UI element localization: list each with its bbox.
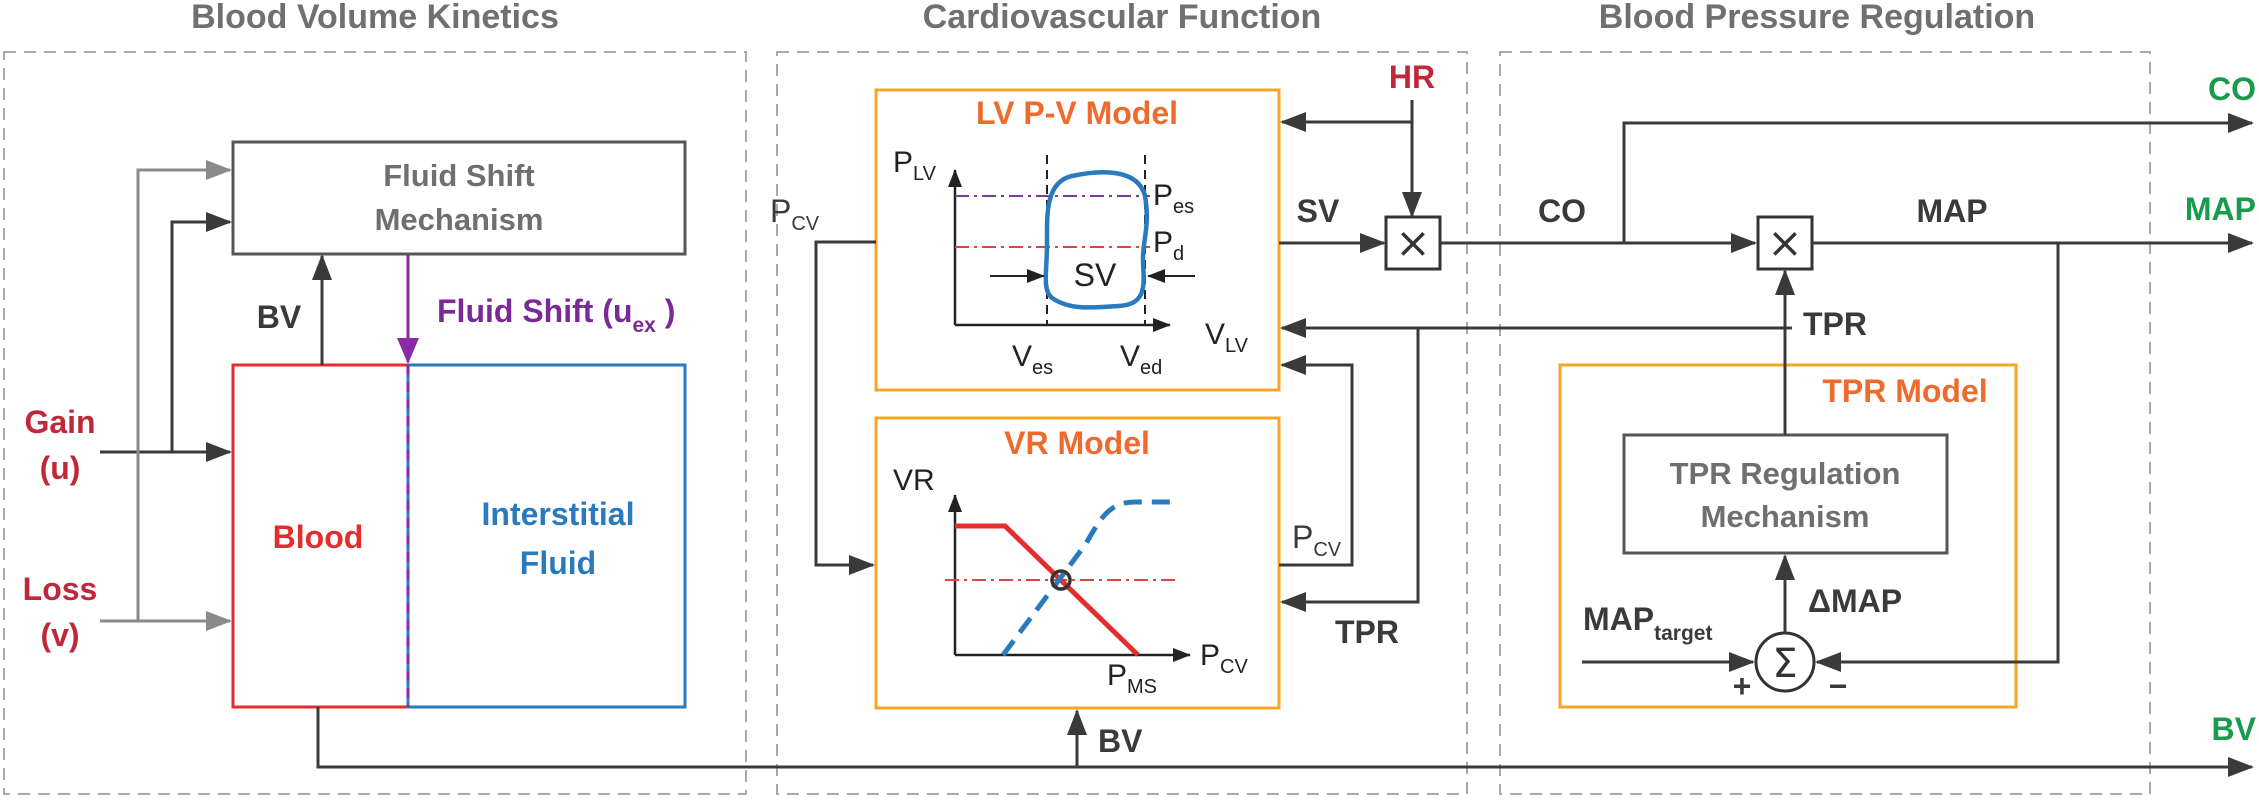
plv-axis-label: PLV — [893, 146, 937, 185]
tpr-regulation-box — [1622, 433, 1949, 555]
pd-label: Pd — [1153, 226, 1184, 265]
pcv-to-vr-arrow — [814, 240, 876, 575]
tpr-to-vr-arrow — [1280, 326, 1792, 612]
map-target-label: MAPtarget — [1583, 601, 1712, 645]
pv-loop — [1043, 170, 1150, 310]
lv-pv-model-title: LV P-V Model — [976, 95, 1178, 131]
interstitial-label-line1: Interstitial — [482, 496, 635, 532]
gain-var: (u) — [40, 450, 81, 486]
blood-compartment — [231, 363, 410, 709]
tpr-regulation-line1: TPR Regulation — [1670, 456, 1901, 491]
cvf-tpr-label: TPR — [1335, 614, 1399, 650]
hr-sv-multiplier — [1384, 215, 1442, 271]
lv-pv-model-box — [874, 88, 1281, 392]
sv-label: SV — [1297, 193, 1340, 229]
multiplier-2-symbol: × — [1767, 218, 1802, 267]
venous-return-curve — [955, 523, 1140, 657]
minus-sign: − — [1829, 668, 1848, 704]
section-frame-bpr — [1499, 51, 2151, 795]
vr-axis-label: VR — [893, 464, 935, 497]
bvk-bv-label: BV — [257, 299, 302, 335]
pcv-left-label: PCV — [770, 193, 820, 235]
multiplier-1-symbol: × — [1395, 218, 1430, 267]
cardiac-output-curve — [1000, 499, 1170, 657]
gain-to-fluid-shift-arrow — [170, 212, 232, 452]
loss-label: Loss — [23, 571, 98, 607]
bv-output-line — [316, 707, 2254, 777]
loss-to-fluid-shift-arrow — [136, 160, 232, 621]
fluid-shift-mechanism-box — [231, 140, 687, 256]
sigma-symbol: Σ — [1772, 641, 1797, 687]
ved-label: Ved — [1120, 340, 1162, 379]
hr-label: HR — [1389, 59, 1435, 95]
co-output-label: CO — [2208, 71, 2256, 107]
bv-output-label: BV — [2212, 711, 2257, 747]
vr-model-box — [874, 416, 1281, 710]
equilibrium-point — [1050, 569, 1072, 591]
bpr-map-label: MAP — [1916, 193, 1987, 229]
interstitial-label-line2: Fluid — [520, 545, 596, 581]
pes-label: Pes — [1153, 179, 1194, 218]
co-output-line — [1622, 113, 2254, 243]
plus-sign: + — [1733, 668, 1752, 704]
vr-model-title: VR Model — [1004, 425, 1150, 461]
vlv-axis-label: VLV — [1205, 318, 1249, 357]
gain-label: Gain — [24, 404, 95, 440]
pms-label: PMS — [1107, 659, 1157, 698]
interstitial-compartment — [406, 363, 687, 709]
bpr-tpr-label: TPR — [1803, 306, 1867, 342]
pcv-to-lv-arrow — [1279, 355, 1354, 567]
tpr-regulation-line2: Mechanism — [1701, 499, 1870, 534]
section-title-cardiovascular-function: Cardiovascular Function — [923, 0, 1322, 36]
section-frame-cvf — [776, 51, 1468, 795]
section-title-blood-pressure-regulation: Blood Pressure Regulation — [1599, 0, 2035, 36]
bpr-co-label: CO — [1538, 193, 1586, 229]
section-frame-bvk — [3, 51, 747, 795]
pcv-axis-label: PCV — [1200, 639, 1248, 678]
cvf-bv-label: BV — [1098, 723, 1143, 759]
fluid-shift-mechanism-line1: Fluid Shift — [383, 158, 535, 193]
sv-loop-label: SV — [1074, 257, 1117, 293]
loss-var: (v) — [40, 617, 79, 653]
blood-label: Blood — [273, 519, 364, 555]
tpr-model-title: TPR Model — [1822, 373, 1987, 409]
map-feedback-arrow — [1815, 243, 2060, 672]
delta-map-label: ΔMAP — [1808, 583, 1902, 619]
pcv-right-label: PCV — [1292, 519, 1342, 561]
ves-label: Ves — [1012, 340, 1053, 379]
fluid-shift-label: Fluid Shift (uex ) — [437, 293, 675, 337]
section-title-blood-volume-kinetics: Blood Volume Kinetics — [191, 0, 559, 36]
map-output-label: MAP — [2185, 191, 2256, 227]
fluid-shift-mechanism-line2: Mechanism — [375, 202, 544, 237]
